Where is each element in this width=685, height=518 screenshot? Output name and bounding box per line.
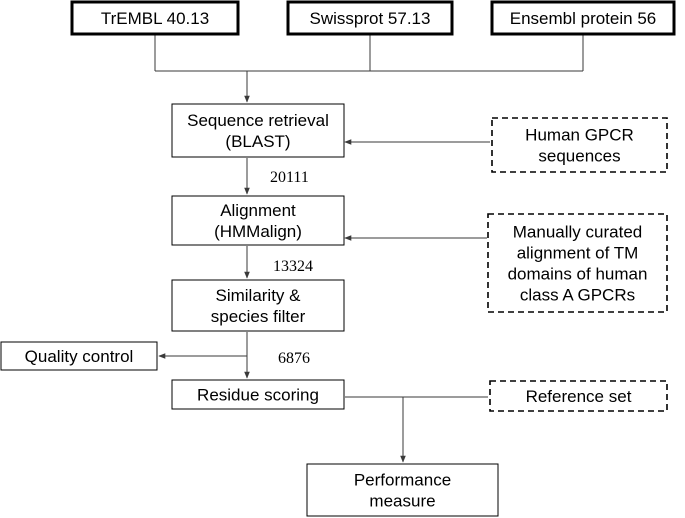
step-alignment-label: Alignment (HMMalign): [214, 201, 302, 241]
step-sequence-retrieval-label: Sequence retrieval (BLAST): [187, 111, 329, 151]
label-line: Similarity &: [215, 286, 301, 305]
label-line: class A GPCRs: [520, 286, 635, 305]
input-curated-alignment-label: Manually curated alignment of TM domains o…: [508, 223, 648, 305]
step-similarity-filter: Similarity & species filter: [171, 279, 345, 332]
input-curated-alignment: Manually curated alignment of TM domains o…: [487, 213, 668, 313]
source-trembl-label: TrEMBL 40.13: [101, 9, 209, 28]
label-line: Sequence retrieval: [187, 111, 329, 130]
step-residue-scoring: Residue scoring: [171, 379, 345, 410]
step-quality-control: Quality control: [0, 341, 158, 371]
label-line: (BLAST): [225, 132, 290, 151]
count-after-retrieval: 20111: [270, 169, 309, 186]
label-line: Performance: [354, 471, 451, 490]
input-human-gpcr-label: Human GPCR sequences: [525, 126, 634, 166]
label-line: Human GPCR: [525, 126, 634, 145]
source-swissprot-label: Swissprot 57.13: [310, 9, 431, 28]
label-line: (HMMalign): [214, 222, 302, 241]
label-line: Residue scoring: [197, 386, 319, 405]
step-alignment: Alignment (HMMalign): [171, 195, 345, 246]
label-line: Manually curated: [513, 223, 642, 242]
step-sequence-retrieval: Sequence retrieval (BLAST): [171, 103, 345, 158]
label-line: species filter: [211, 307, 306, 326]
input-reference-set-label: Reference set: [526, 387, 632, 406]
source-trembl: TrEMBL 40.13: [70, 0, 240, 36]
label-line: alignment of TM: [517, 244, 639, 263]
count-after-filter: 6876: [278, 350, 310, 367]
input-reference-set: Reference set: [489, 380, 668, 412]
source-swissprot: Swissprot 57.13: [286, 0, 454, 36]
label-line: Reference set: [526, 387, 632, 406]
step-residue-scoring-label: Residue scoring: [197, 386, 319, 405]
step-performance-measure-label: Performance measure: [354, 471, 451, 511]
source-ensembl: Ensembl protein 56: [490, 0, 676, 36]
input-human-gpcr: Human GPCR sequences: [491, 117, 668, 173]
label-line: Alignment: [220, 201, 296, 220]
step-quality-control-label: Quality control: [25, 347, 134, 366]
connectors: [154, 34, 584, 463]
label-line: domains of human: [508, 265, 648, 284]
label-line: sequences: [538, 147, 620, 166]
count-after-alignment: 13324: [273, 258, 313, 275]
label-line: Quality control: [25, 347, 134, 366]
step-performance-measure: Performance measure: [306, 463, 499, 517]
source-ensembl-label: Ensembl protein 56: [510, 9, 656, 28]
step-similarity-filter-label: Similarity & species filter: [211, 286, 306, 326]
label-line: measure: [369, 492, 435, 511]
